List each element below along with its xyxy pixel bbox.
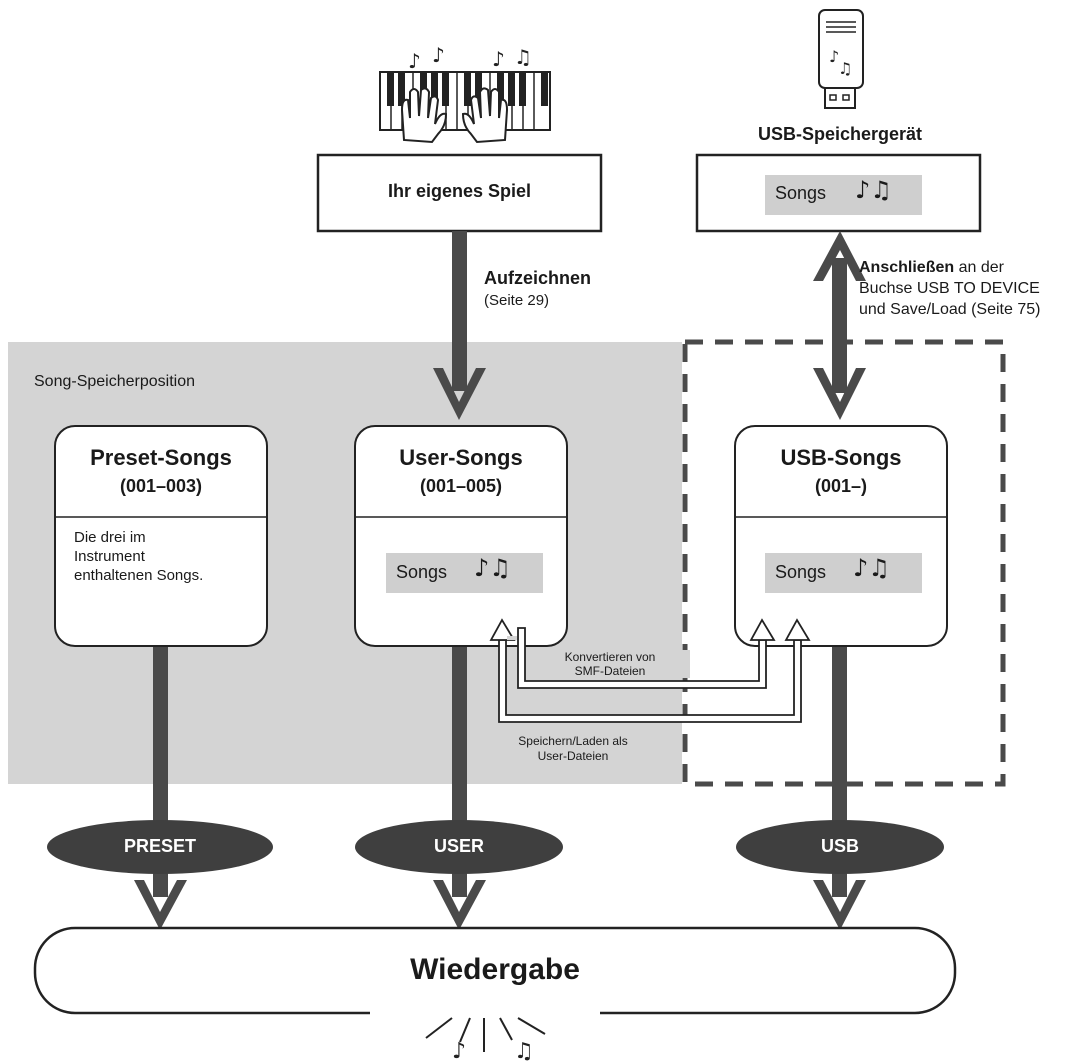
usb-songs-panel xyxy=(765,553,922,593)
performance-label: Ihr eigenes Spiel xyxy=(387,181,532,201)
svg-text:♪: ♪ xyxy=(492,47,505,71)
user-songs-label: Songs xyxy=(396,562,448,582)
performance-box xyxy=(316,153,603,233)
preset-oval xyxy=(47,820,273,874)
svg-text:♪: ♪ xyxy=(408,49,421,73)
saveload-label: Speichern/Laden als User-Dateien xyxy=(498,734,648,764)
record-ref: (Seite 29) xyxy=(484,292,550,309)
record-label: Aufzeichnen xyxy=(484,268,592,288)
connect-line2: Buchse USB TO DEVICE xyxy=(859,280,1040,297)
preset-title: Preset-Songs xyxy=(90,445,232,470)
usb-device-songs-label: Songs xyxy=(775,183,827,203)
usb-songs-label: Songs xyxy=(775,562,827,582)
usb-oval xyxy=(736,820,944,874)
convert-line2: SMF-Dateien xyxy=(574,664,646,678)
connect-label: Anschließen an der Buchse USB TO DEVICE … xyxy=(859,257,1040,320)
usb-button-label: USB xyxy=(820,836,859,856)
storage-area-label: Song-Speicherposition xyxy=(34,373,195,390)
preset-songs-box xyxy=(54,425,268,647)
usb-title: USB-Songs xyxy=(780,445,902,470)
preset-desc-line1: Die drei im xyxy=(74,529,146,546)
connect-label-rest: an der xyxy=(954,259,1004,276)
note-icon: ♪♫ xyxy=(853,554,890,582)
connect-label-bold: Anschließen xyxy=(859,259,955,276)
preset-range: (001–003) xyxy=(119,476,203,496)
preset-button-label: PRESET xyxy=(123,836,197,856)
user-songs-panel xyxy=(386,553,543,593)
svg-text:♪: ♪ xyxy=(432,43,445,67)
usb-range: (001–) xyxy=(814,476,868,496)
saveload-line2: User-Dateien xyxy=(537,749,609,763)
sound-rays-illustration xyxy=(425,1017,546,1052)
svg-text:♫: ♫ xyxy=(514,1039,534,1061)
connect-line3: und Save/Load (Seite 75) xyxy=(859,301,1041,318)
preset-desc-line2: Instrument xyxy=(74,548,145,565)
svg-text:♫: ♫ xyxy=(514,45,532,69)
note-icon: ♪♫ xyxy=(474,554,511,582)
svg-text:♪: ♪ xyxy=(829,47,839,66)
convert-label: Konvertieren von SMF-Dateien xyxy=(530,650,690,678)
user-button-label: USER xyxy=(433,836,484,856)
keyboard-hands-illustration: ♪ ♪ ♪ ♫ xyxy=(379,43,551,144)
usb-device-songs-panel xyxy=(765,175,922,215)
convert-line1: Konvertieren von xyxy=(564,650,656,664)
preset-description: Die drei im Instrument enthaltenen Songs… xyxy=(74,528,203,585)
preset-desc-line3: enthaltenen Songs. xyxy=(74,567,204,584)
svg-text:♪: ♪ xyxy=(452,1039,466,1061)
user-title: User-Songs xyxy=(399,445,523,470)
user-range: (001–005) xyxy=(419,476,503,496)
svg-text:♫: ♫ xyxy=(838,59,852,78)
user-oval xyxy=(355,820,563,874)
playback-label: Wiedergabe xyxy=(410,953,580,986)
usb-device-caption: USB-Speichergerät xyxy=(757,124,923,144)
note-icon: ♪♫ xyxy=(855,176,892,204)
saveload-line1: Speichern/Laden als xyxy=(518,734,628,748)
usb-stick-illustration: ♪ ♫ xyxy=(818,9,864,109)
transfer-arrows xyxy=(489,618,811,723)
